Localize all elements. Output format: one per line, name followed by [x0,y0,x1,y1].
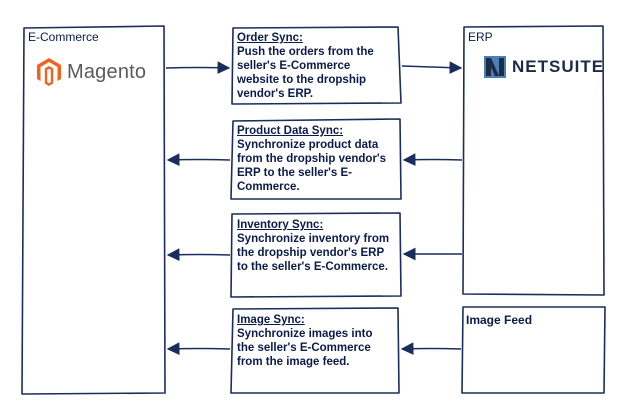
arrow-order-sync-to-erp [401,61,463,74]
sync-title: Product Data Sync: [237,125,344,137]
sync-line: seller's E-Commerce [237,60,351,72]
sync-line: Synchronize images into [237,328,373,340]
sync-line: Synchronize inventory from [237,233,390,245]
sync-line: Push the orders from the [237,46,374,58]
arrow-image-feed-to-image-sync [400,342,462,356]
order-sync-box [231,26,402,105]
arrow-ecommerce-to-order-sync [165,61,231,75]
ecommerce-box [21,25,166,395]
magento-logo: Magento [37,58,146,86]
image-sync-box [230,307,400,394]
sync-line: from the dropship vendor's [237,153,387,165]
inventory-sync-box [230,212,402,298]
arrow-product-sync-to-ecommerce [166,153,231,167]
sync-line: ERP to the seller's E- [237,167,353,179]
sync-line: vendor's ERP. [237,88,314,100]
sync-line: Commerce. [237,181,300,193]
sync-line: website to the dropship [237,74,367,86]
image-feed-label: Image Feed [466,313,533,327]
image-feed-box [461,306,606,394]
inventory-sync-text: Inventory Sync: Synchronize inventory fr… [237,218,389,274]
sync-title: Order Sync: [237,32,303,44]
sync-title: Image Sync: [237,314,305,326]
sync-line: the seller's E-Commerce [237,342,371,354]
netsuite-icon [484,56,506,78]
product-data-sync-box [230,118,402,200]
sync-title: Inventory Sync: [237,219,324,231]
magento-wordmark: Magento [67,60,147,83]
arrow-inventory-sync-to-ecommerce [166,248,231,262]
arrow-image-sync-to-ecommerce [166,342,231,356]
magento-icon [37,58,61,86]
product-data-sync-text: Product Data Sync: Synchronize product d… [237,124,386,194]
order-sync-text: Order Sync: Push the orders from the sel… [237,31,374,101]
netsuite-logo: NETSUITE [484,56,604,78]
sync-line: Synchronize product data [237,139,379,151]
erp-box [462,25,605,296]
image-sync-text: Image Sync: Synchronize images into the … [237,313,372,369]
netsuite-wordmark: NETSUITE [512,57,605,76]
ecommerce-label: E-Commerce [28,30,99,44]
arrow-erp-to-product-sync [402,153,463,166]
erp-label: ERP [468,30,493,44]
sync-line: to the seller's E-Commerce. [237,261,389,273]
sync-line: the dropship vendor's ERP [237,247,385,259]
sync-line: from the image feed. [237,356,350,368]
